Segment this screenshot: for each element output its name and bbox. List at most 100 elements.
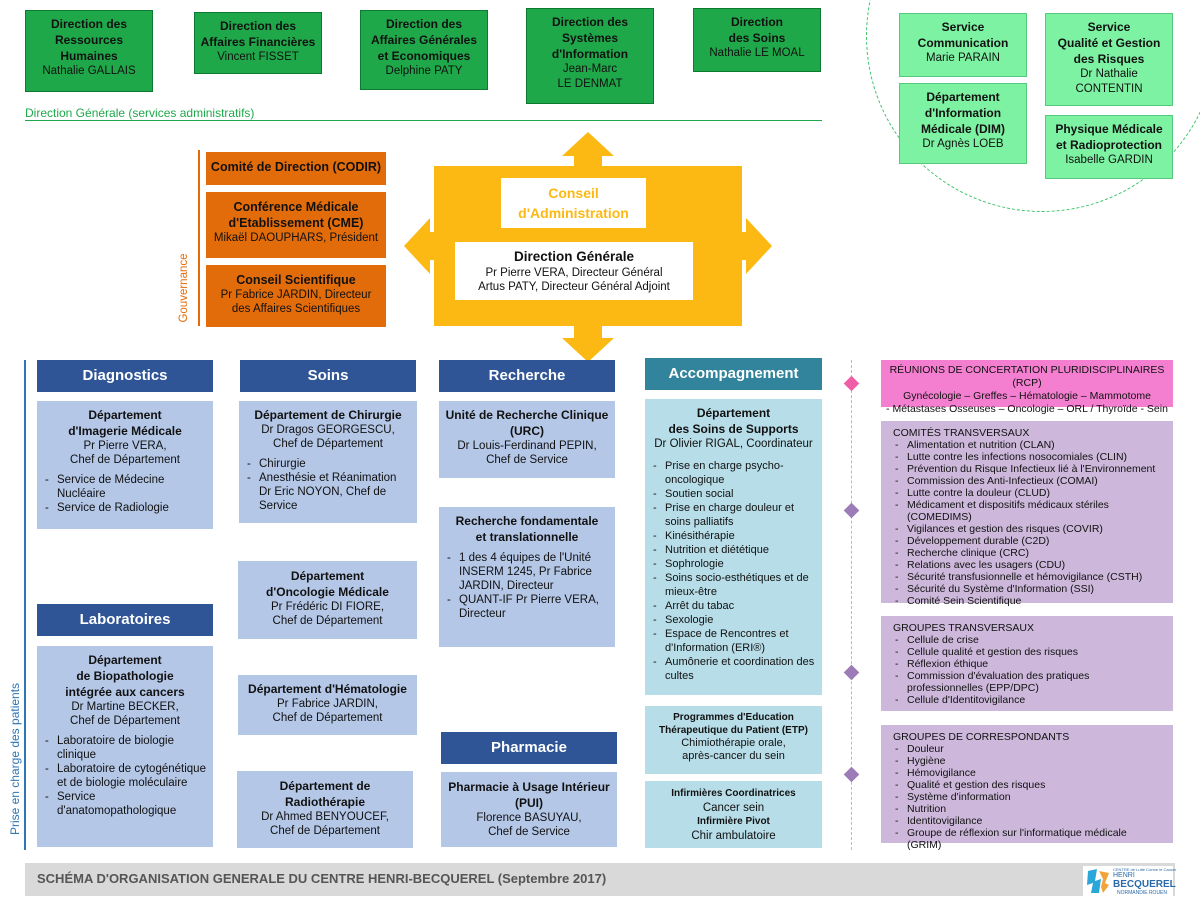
logo-icon bbox=[1085, 867, 1111, 895]
list-item: Lutte contre les infections nosocomiales… bbox=[893, 451, 1163, 463]
unite-recherche-clinique: Unité de Recherche Clinique(URC) Dr Loui… bbox=[439, 401, 615, 478]
header-soins: Soins bbox=[240, 360, 416, 392]
list-item: Groupe de réflexion sur l'informatique m… bbox=[893, 827, 1163, 851]
list-item: Arrêt du tabac bbox=[651, 599, 816, 613]
list-item: Comité Sein Scientifique bbox=[893, 595, 1163, 607]
list-item: Lutte contre la douleur (CLUD) bbox=[893, 487, 1163, 499]
logo-small-text: CENTRE de Lutte Contre le Cancer bbox=[1113, 867, 1177, 872]
gouvernance-label: Gouvernance bbox=[178, 253, 190, 323]
list-item: Commission d'évaluation des pratiques pr… bbox=[893, 670, 1163, 694]
list-item: Soins socio-esthétiques et de mieux-être bbox=[651, 571, 816, 599]
groupes-transversaux: GROUPES TRANSVERSAUX Cellule de crise Ce… bbox=[881, 616, 1173, 711]
header-accompagnement: Accompagnement bbox=[645, 358, 822, 390]
departement-hematologie: Département d'Hématologie Pr Fabrice JAR… bbox=[238, 675, 417, 735]
correspondants-title: GROUPES DE CORRESPONDANTS bbox=[893, 731, 1070, 743]
divider-line bbox=[25, 120, 822, 121]
list-item: 1 des 4 équipes de l'Unité INSERM 1245, … bbox=[445, 551, 609, 593]
list-item: Prise en charge psycho-oncologique bbox=[651, 459, 816, 487]
groupes-diamond-icon bbox=[843, 664, 860, 681]
list-item: Cellule de crise bbox=[893, 634, 1163, 646]
direction-generale-label: Direction Générale (services administrat… bbox=[25, 106, 255, 120]
list-item: Alimentation et nutrition (CLAN) bbox=[893, 439, 1163, 451]
comites-title: COMITÉS TRANSVERSAUX bbox=[893, 427, 1030, 439]
pharmacie-pui: Pharmacie à Usage Intérieur(PUI) Florenc… bbox=[441, 772, 617, 847]
list-item: Sécurité transfusionnelle et hémovigilan… bbox=[893, 571, 1163, 583]
direction-finances-person: Vincent FISSET bbox=[217, 51, 299, 63]
list-item: Cellule d'Identitovigilance bbox=[893, 694, 1163, 706]
rcp-diamond-icon bbox=[843, 375, 860, 392]
side-line bbox=[24, 360, 26, 850]
list-item: Douleur bbox=[893, 743, 1163, 755]
list-item: Nutrition bbox=[893, 803, 1163, 815]
header-laboratoires: Laboratoires bbox=[37, 604, 213, 636]
list-item: Service de Médecine Nucléaire bbox=[43, 473, 207, 501]
header-diagnostics: Diagnostics bbox=[37, 360, 213, 392]
list-item: Soutien social bbox=[651, 487, 816, 501]
list-item: Aumônerie et coordination des cultes bbox=[651, 655, 816, 683]
list-item: Anesthésie et Réanimation Dr Eric NOYON,… bbox=[245, 471, 411, 513]
transversal-dashed-line bbox=[851, 360, 852, 850]
list-item: Médicament et dispositifs médicaux stéri… bbox=[893, 499, 1163, 523]
rcp-box: RÉUNIONS DE CONCERTATION PLURIDISCIPLINA… bbox=[881, 360, 1173, 415]
list-item: Recherche clinique (CRC) bbox=[893, 547, 1163, 559]
list-item: Service de Radiologie bbox=[43, 501, 207, 515]
list-item: Vigilances et gestion des risques (COVIR… bbox=[893, 523, 1163, 535]
groupes-title: GROUPES TRANSVERSAUX bbox=[893, 622, 1035, 634]
correspondants-diamond-icon bbox=[843, 766, 860, 783]
codir: Comité de Direction (CODIR) bbox=[206, 152, 386, 185]
infirmieres-coordinatrices: Infirmières Coordinatrices Cancer sein I… bbox=[645, 781, 822, 848]
list-item: Prise en charge douleur et soins palliat… bbox=[651, 501, 816, 529]
logo-name2: BECQUEREL bbox=[1113, 879, 1176, 890]
list-item: Relations avec les usagers (CDU) bbox=[893, 559, 1163, 571]
list-item: Kinésithérapie bbox=[651, 529, 816, 543]
comites-transversaux: COMITÉS TRANSVERSAUX Alimentation et nut… bbox=[881, 421, 1173, 607]
list-item: Sécurité du Système d'Information (SSI) bbox=[893, 583, 1163, 595]
list-item: Hémovigilance bbox=[893, 767, 1163, 779]
gouvernance-label-wrap: Gouvernance bbox=[176, 252, 192, 332]
footer-bar bbox=[25, 863, 1175, 896]
list-item: Laboratoire de cytogénétique et de biolo… bbox=[43, 762, 207, 790]
list-item: QUANT-IF Pr Pierre VERA, Directeur bbox=[445, 593, 609, 621]
departement-chirurgie: Département de Chirurgie Dr Dragos GEORG… bbox=[239, 401, 417, 523]
list-item: Espace de Rencontres et d'Information (E… bbox=[651, 627, 816, 655]
comites-diamond-icon bbox=[843, 502, 860, 519]
logo-sub: NORMANDIE ROUEN bbox=[1117, 890, 1168, 896]
list-item: Identitovigilance bbox=[893, 815, 1163, 827]
side-label: Prise en charge des patients bbox=[8, 682, 22, 836]
list-item: Service d'anatomopathologique bbox=[43, 790, 207, 818]
list-item: Sophrologie bbox=[651, 557, 816, 571]
list-item: Système d'information bbox=[893, 791, 1163, 803]
list-item: Cellule qualité et gestion des risques bbox=[893, 646, 1163, 658]
groupes-correspondants: GROUPES DE CORRESPONDANTS Douleur Hygièn… bbox=[881, 725, 1173, 851]
list-item: Réflexion éthique bbox=[893, 658, 1163, 670]
logo: CENTRE de Lutte Contre le Cancer HENRI B… bbox=[1083, 866, 1177, 896]
conseil-scientifique: Conseil Scientifique Pr Fabrice JARDIN, … bbox=[206, 265, 386, 327]
list-item: Hygiène bbox=[893, 755, 1163, 767]
list-item: Chirurgie bbox=[245, 457, 411, 471]
list-item: Qualité et gestion des risques bbox=[893, 779, 1163, 791]
direction-generale: Direction Générale Pr Pierre VERA, Direc… bbox=[455, 242, 693, 300]
list-item: Prévention du Risque Infectieux lié à l'… bbox=[893, 463, 1163, 475]
list-item: Commission des Anti-Infectieux (COMAI) bbox=[893, 475, 1163, 487]
list-item: Laboratoire de biologie clinique bbox=[43, 734, 207, 762]
header-pharmacie: Pharmacie bbox=[441, 732, 617, 764]
list-item: Sexologie bbox=[651, 613, 816, 627]
direction-rh-person: Nathalie GALLAIS bbox=[42, 65, 136, 77]
